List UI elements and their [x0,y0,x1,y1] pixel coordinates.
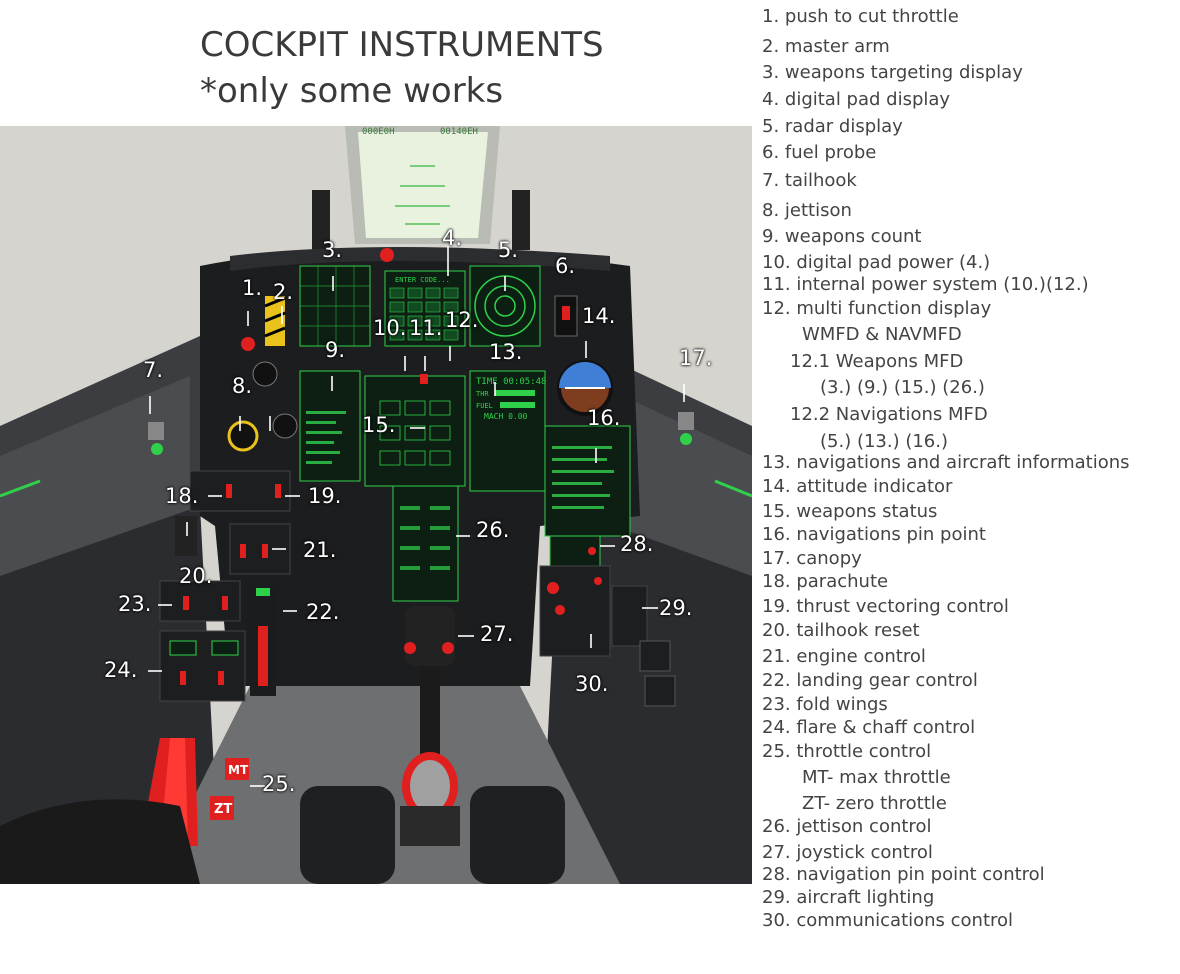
throttle-mt-label: MT [228,763,249,777]
legend-item: 12. multi function display [762,298,992,319]
legend-item: 12.2 Navigations MFD [790,404,988,425]
callout-20: 20. [179,564,213,588]
legend-item: 24. flare & chaff control [762,717,976,738]
legend-item: 26. jettison control [762,816,932,837]
legend-item: 7. tailhook [762,170,857,191]
legend-item: 5. radar display [762,116,903,137]
callout-11: 11. [409,316,443,340]
callout-29: 29. [659,596,693,620]
callout-21: 21. [303,538,337,562]
legend-item: 28. navigation pin point control [762,864,1045,885]
legend-item: 8. jettison [762,200,852,221]
legend-item: 3. weapons targeting display [762,62,1023,83]
callout-14: 14. [582,304,616,328]
time-readout: TIME 00:05:48 [476,377,546,387]
callout-9: 9. [325,338,346,362]
callout-6: 6. [555,254,576,278]
legend-item: 17. canopy [762,548,862,569]
legend-item: 12.1 Weapons MFD [790,351,964,372]
legend-item: 15. weapons status [762,501,938,522]
legend-item: 10. digital pad power (4.) [762,252,991,273]
legend-item: 25. throttle control [762,741,932,762]
panel-red-light [380,248,394,262]
legend-item: 22. landing gear control [762,670,978,691]
callout-30: 30. [575,672,609,696]
callout-25: 25. [262,772,296,796]
legend-item: ZT- zero throttle [802,793,947,814]
legend-item: 20. tailhook reset [762,620,920,641]
callout-8: 8. [232,374,253,398]
legend-item: 18. parachute [762,571,889,592]
callout-27: 27. [480,622,514,646]
callout-4: 4. [442,226,463,250]
legend-item: 21. engine control [762,646,926,667]
thr-label: THR [476,390,489,398]
legend-item: WMFD & NAVMFD [802,324,962,345]
keypad-header: ENTER CODE... [395,276,450,284]
legend-item: 27. joystick control [762,842,933,863]
callout-7: 7. [143,358,164,382]
callout-28: 28. [620,532,654,556]
callout-1: 1. [242,276,263,300]
legend-item: 11. internal power system (10.)(12.) [762,274,1089,295]
callout-12: 12. [445,308,479,332]
legend-item: 4. digital pad display [762,89,951,110]
hud-right-readout: 00140EH [440,127,478,137]
legend-item: (5.) (13.) (16.) [820,431,949,452]
legend-item: 29. aircraft lighting [762,887,935,908]
callout-5: 5. [498,238,519,262]
callout-24: 24. [104,658,138,682]
callout-2: 2. [273,280,294,304]
cockpit-view: 000E0H 00140EH ENTER CODE... [0,126,752,884]
legend-item: 9. weapons count [762,226,922,247]
legend-item: 1. push to cut throttle [762,6,959,27]
legend-item: 6. fuel probe [762,142,877,163]
legend-item: 23. fold wings [762,694,888,715]
throttle-zt-label: ZT [214,802,232,817]
callout-13: 13. [489,340,523,364]
legend-item: (3.) (9.) (15.) (26.) [820,377,985,398]
title-line-2: *only some works [200,71,504,111]
legend-item: 19. thrust vectoring control [762,596,1009,617]
callout-16: 16. [587,406,621,430]
hud-left-readout: 000E0H [362,127,395,137]
legend-item: MT- max throttle [802,767,951,788]
callout-18: 18. [165,484,199,508]
page-title: COCKPIT INSTRUMENTS *only some works [200,22,604,114]
callout-23: 23. [118,592,152,616]
legend-item: 14. attitude indicator [762,476,953,497]
fuel-label: FUEL [476,402,493,410]
legend-item: 2. master arm [762,36,890,57]
callout-17: 17. [679,346,713,370]
callout-15: 15. [362,413,396,437]
callout-10: 10. [373,316,407,340]
callout-26: 26. [476,518,510,542]
callout-22: 22. [306,600,340,624]
callout-19: 19. [308,484,342,508]
title-line-1: COCKPIT INSTRUMENTS [200,25,604,65]
callout-3: 3. [322,238,343,262]
legend-item: 30. communications control [762,910,1014,931]
legend-item: 13. navigations and aircraft information… [762,452,1130,473]
mach-readout: MACH 0.00 [484,412,528,421]
cockpit-illustration: 000E0H 00140EH ENTER CODE... [0,126,752,884]
legend-item: 16. navigations pin point [762,524,986,545]
